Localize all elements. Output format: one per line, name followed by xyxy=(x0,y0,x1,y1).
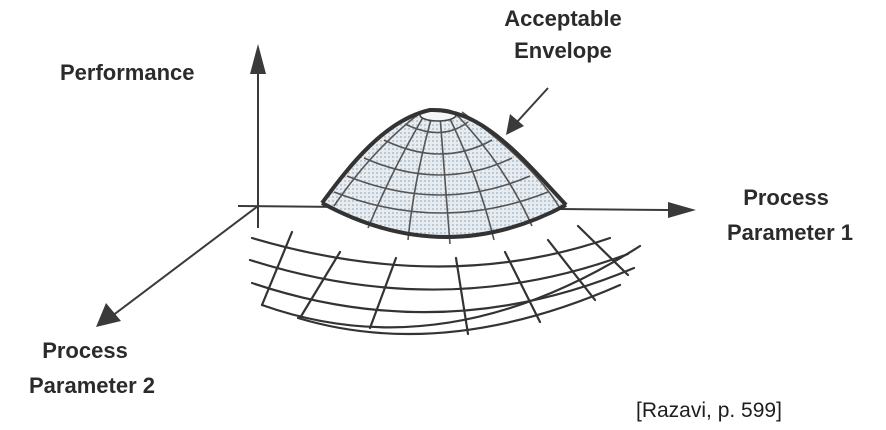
envelope-meridian xyxy=(407,115,433,241)
grid-radial xyxy=(546,238,597,302)
parameter2-arrowhead xyxy=(96,303,121,327)
grid-radial xyxy=(260,230,294,307)
parameter1-label-line2: Parameter 1 xyxy=(727,220,853,245)
grid-radial xyxy=(368,256,398,330)
envelope-outline xyxy=(320,107,568,207)
envelope-ring xyxy=(363,157,513,176)
performance-label: Performance xyxy=(60,60,195,85)
envelope-meridian xyxy=(454,112,533,227)
envelope-meridian xyxy=(333,112,421,207)
parameter-grid xyxy=(248,224,642,336)
grid-radial xyxy=(503,250,542,324)
envelope-ring xyxy=(404,121,469,134)
envelope-meridian xyxy=(447,114,495,241)
envelope-base xyxy=(321,201,567,239)
performance-arrowhead xyxy=(250,44,266,74)
envelope-label-line2: Envelope xyxy=(514,38,612,63)
parameter1-label-line1: Process xyxy=(743,185,829,210)
grid-arc xyxy=(260,244,642,329)
envelope-meridian xyxy=(367,113,426,229)
envelope-label-line1: Acceptable xyxy=(504,6,621,31)
parameter2-axis xyxy=(111,205,259,317)
grid-radial xyxy=(454,256,470,336)
parameter1-arrowhead xyxy=(668,202,696,218)
envelope-ring xyxy=(346,175,531,196)
envelope-ring xyxy=(333,191,549,214)
parameter2-label-line2: Parameter 2 xyxy=(29,373,155,398)
envelope-meridian xyxy=(439,115,451,245)
envelope-pointer xyxy=(506,87,549,135)
parameter2-label-line1: Process xyxy=(42,338,128,363)
grid-radial xyxy=(576,224,630,277)
grid-arc xyxy=(248,252,630,291)
acceptable-envelope-surface xyxy=(320,107,568,245)
citation: [Razavi, p. 599] xyxy=(636,399,782,422)
grid-arc xyxy=(250,266,636,314)
envelope-ring xyxy=(383,139,493,155)
grid-arc xyxy=(250,236,612,268)
grid-arc xyxy=(296,283,622,336)
grid-radial xyxy=(298,250,342,320)
